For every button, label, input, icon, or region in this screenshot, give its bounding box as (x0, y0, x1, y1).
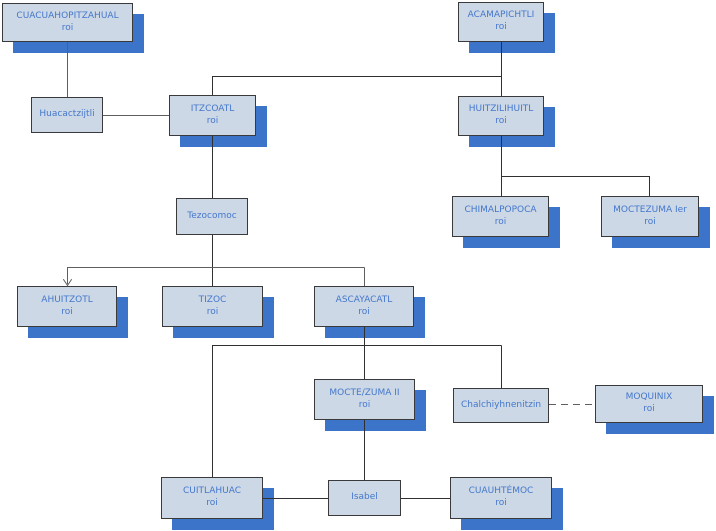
node-label: ACAMAPICHTLI (467, 10, 535, 21)
node-cuacuahopitzahual[interactable]: CUACUAHOPITZAHUAL roi (2, 3, 133, 42)
node-label: ASCAYACATL (335, 294, 393, 305)
node-label: HUITZILIHUITL (468, 104, 534, 115)
node-label: Tezocomoc (187, 210, 237, 221)
node-chimalpopoca[interactable]: CHIMALPOPOCA roi (452, 196, 549, 237)
node-sublabel: roi (495, 116, 507, 126)
node-sublabel: roi (358, 399, 371, 410)
node-sublabel: roi (643, 404, 655, 414)
node-cuitlahuac[interactable]: CUITLAHUAC roi (161, 477, 263, 519)
node-sublabel: roi (206, 498, 218, 508)
node-label: MOCTE/ZUMA II (329, 387, 400, 398)
node-label: AHUITZOTL (41, 294, 93, 305)
node-label: MOCTEZUMA Ier (613, 204, 687, 215)
node-tizoc[interactable]: TIZOC roi (162, 286, 263, 327)
node-label: CUACUAHOPITZAHUAL (16, 10, 119, 21)
node-tezocomoc[interactable]: Tezocomoc (176, 198, 248, 235)
node-label: MOQUINIX (625, 392, 673, 403)
node-ahuitzotl[interactable]: AHUITZOTL roi (17, 286, 117, 327)
node-label: CUITLAHUAC (182, 486, 242, 497)
node-label: CHIMALPOPOCA (464, 204, 537, 215)
node-sublabel: roi (644, 216, 656, 227)
node-label: CUAUHTÉMOC (468, 486, 534, 497)
connector-tezocomoc-ahuitzotl (67, 267, 365, 284)
node-ascayacatl[interactable]: ASCAYACATL roi (314, 286, 414, 327)
node-sublabel: roi (206, 306, 219, 317)
node-isabel[interactable]: Isabel (328, 480, 401, 516)
node-moctezuma-ii[interactable]: MOCTE/ZUMA II roi (314, 379, 415, 420)
node-cuauhtemoc[interactable]: CUAUHTÉMOC roi (450, 477, 552, 519)
node-huacactzijtli[interactable]: Huacactzijtli (31, 97, 103, 133)
node-sublabel: roi (206, 115, 219, 126)
node-sublabel: roi (495, 22, 507, 32)
node-label: ITZCOATL (190, 103, 235, 114)
node-chalchiyhnenitzin[interactable]: Chalchiyhnenitzin (453, 388, 549, 423)
node-moquinix[interactable]: MOQUINIX roi (595, 385, 703, 423)
arrowhead-ahuitzotl (63, 279, 72, 287)
node-sublabel: roi (358, 306, 370, 317)
node-moctezuma-ier[interactable]: MOCTEZUMA Ier roi (601, 196, 699, 237)
node-acamapichtli[interactable]: ACAMAPICHTLI roi (458, 2, 544, 42)
node-label: Isabel (351, 492, 378, 503)
connector-acamapichtli-itzcoatl (212, 76, 502, 95)
node-sublabel: roi (495, 498, 507, 508)
node-label: Huacactzijtli (39, 109, 95, 120)
node-sublabel: roi (61, 22, 74, 33)
node-label: Chalchiyhnenitzin (460, 399, 542, 410)
node-huitzilihuitl[interactable]: HUITZILIHUITL roi (458, 96, 544, 136)
node-label: TIZOC (198, 294, 227, 305)
node-sublabel: roi (494, 216, 507, 227)
node-sublabel: roi (61, 306, 73, 317)
node-itzcoatl[interactable]: ITZCOATL roi (169, 95, 256, 136)
connector-huitzilihuitl-moctezuma-ier (501, 176, 650, 196)
